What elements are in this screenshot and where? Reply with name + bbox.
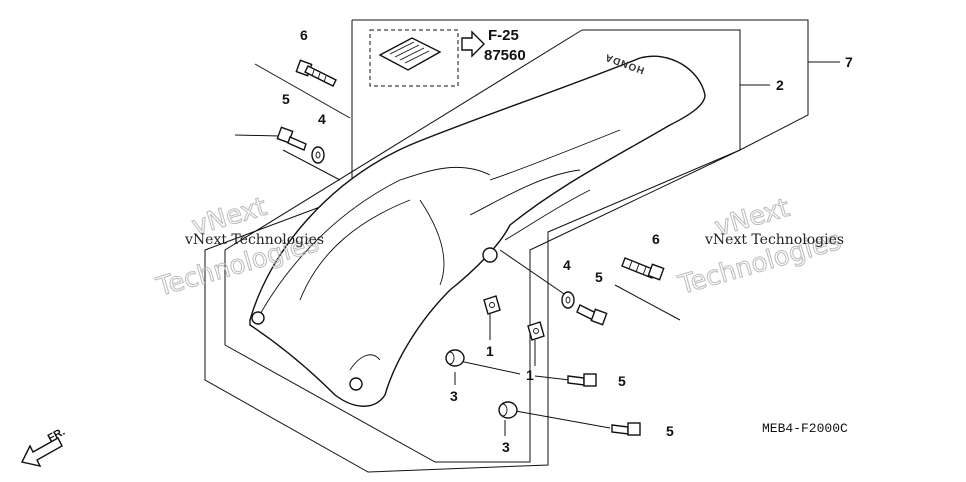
washer-4-upper — [311, 146, 325, 164]
bolt-6-right — [621, 257, 665, 281]
callout-1-middle: 1 — [526, 367, 534, 383]
reference-page: 87560 — [484, 47, 526, 64]
callout-6-right: 6 — [652, 231, 660, 247]
front-direction-arrow — [20, 437, 63, 468]
direction-label: FR. — [46, 426, 67, 445]
callout-4-upper: 4 — [318, 111, 326, 127]
callout-3-right: 3 — [502, 439, 510, 455]
bolt-5-right — [576, 304, 608, 326]
callout-2: 2 — [776, 77, 784, 93]
callout-5-right: 5 — [595, 269, 603, 285]
label-sticker-box — [369, 29, 459, 87]
svg-text:vNext Technologies: vNext Technologies — [704, 232, 844, 248]
callout-5-upper: 5 — [282, 91, 290, 107]
bolt-5-lower — [611, 422, 641, 436]
bolt-5-upper — [276, 126, 307, 151]
diagram-code: MEB4-F2000C — [762, 421, 848, 436]
reference-arrow — [461, 30, 485, 58]
svg-text:vNext Technologies: vNext Technologies — [184, 232, 324, 248]
rear-fender — [249, 55, 706, 407]
callout-6-upper: 6 — [300, 27, 308, 43]
nut-1-left — [483, 295, 501, 315]
bolt-5-middle — [567, 373, 597, 387]
callout-5-lower: 5 — [666, 423, 674, 439]
leader-lines — [234, 61, 840, 436]
nut-1-right — [527, 321, 545, 341]
callout-3-left: 3 — [450, 388, 458, 404]
callout-7: 7 — [845, 54, 853, 70]
grommet-3-right — [498, 401, 518, 419]
watermark-right: vNext Technologies vNext Technologies — [674, 192, 845, 301]
callout-5-middle: 5 — [618, 373, 626, 389]
assembly-outline-7 — [204, 19, 809, 473]
reference-section: F-25 — [488, 27, 519, 44]
grommet-3-left — [445, 349, 465, 367]
callout-4-right: 4 — [563, 257, 571, 273]
bolt-6-upper — [295, 59, 337, 87]
washer-4-right — [561, 291, 575, 309]
callout-1-left: 1 — [486, 343, 494, 359]
